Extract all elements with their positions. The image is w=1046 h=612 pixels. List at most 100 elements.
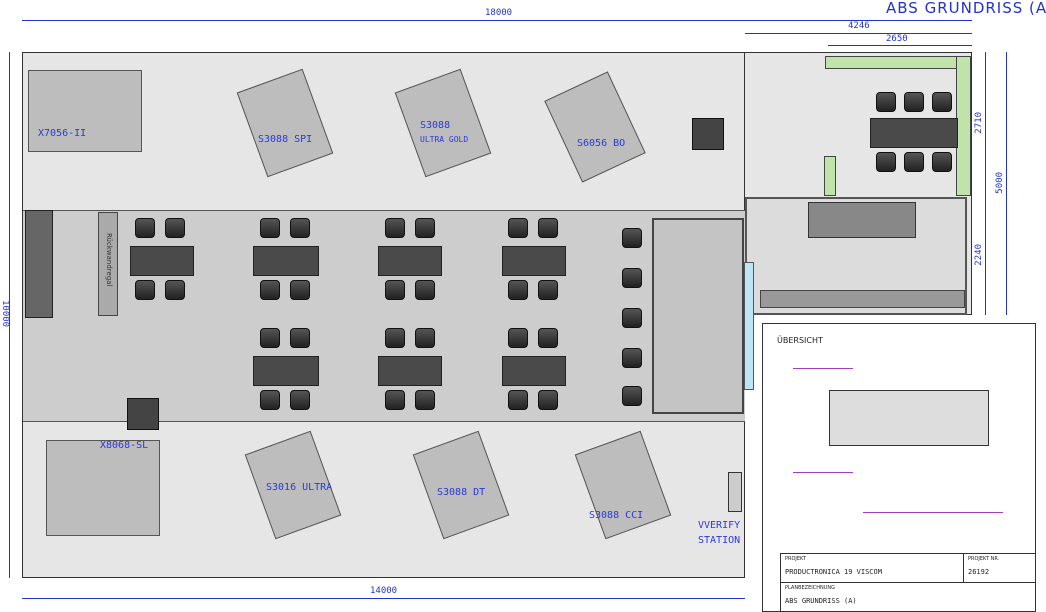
meeting-table	[870, 118, 958, 148]
title-block-project-no: PROJEKT NR. 26192	[963, 553, 1036, 583]
dim-right-total: 5000	[995, 172, 1005, 194]
dim-line-top	[22, 20, 972, 21]
plant-strip-small	[824, 156, 836, 196]
label-s6056-bo: S6056 BO	[577, 138, 626, 149]
chair	[385, 328, 405, 348]
dim-line-bottom	[22, 598, 745, 599]
chair	[538, 218, 558, 238]
dim-left-total: 10000	[0, 300, 10, 328]
chair	[508, 218, 528, 238]
label-x7056: X7056-II	[38, 128, 87, 139]
label-s3088-cci: S3088 CCI	[589, 510, 644, 521]
drawing-title: ABS GRUNDRISS (A)	[886, 0, 1046, 17]
plant-strip-top	[825, 56, 971, 69]
chair	[385, 390, 405, 410]
label-station: STATION	[698, 535, 741, 546]
chair	[415, 390, 435, 410]
chair	[385, 218, 405, 238]
dim-top-right-inner: 2650	[886, 34, 908, 44]
aisle-table	[130, 246, 194, 276]
dim-bottom-total: 14000	[370, 586, 398, 596]
chair	[538, 328, 558, 348]
overview-aisle-line	[793, 368, 853, 369]
overview-aisle-line	[863, 512, 1003, 513]
chair	[508, 390, 528, 410]
kitchen-appliance	[808, 202, 916, 238]
chair	[508, 280, 528, 300]
project-value: PRODUCTRONICA 19 VISCOM	[785, 568, 882, 576]
chair	[415, 218, 435, 238]
chair	[165, 218, 185, 238]
chair	[622, 348, 642, 368]
chair	[290, 390, 310, 410]
aisle-table	[253, 356, 319, 386]
dim-line-4246	[745, 33, 972, 34]
chair	[260, 218, 280, 238]
dim-right-upper: 2710	[974, 112, 984, 134]
display-stand	[127, 398, 159, 430]
shelf-label: Rückwandregal	[105, 233, 113, 287]
chair	[622, 268, 642, 288]
plant-strip-right	[956, 56, 971, 196]
chair	[876, 92, 896, 112]
chair	[260, 390, 280, 410]
chair	[290, 280, 310, 300]
chair	[932, 92, 952, 112]
rueckwandregal: Rückwandregal	[98, 212, 118, 316]
chair	[622, 386, 642, 406]
chair	[876, 152, 896, 172]
chair	[135, 218, 155, 238]
label-x8068: X8068-SL	[100, 440, 149, 451]
plan-label: PLANBEZEICHNUNG	[785, 585, 835, 591]
overview-miniplan	[829, 390, 989, 446]
project-no-value: 26192	[968, 568, 990, 576]
dim-top-right-outer: 4246	[848, 21, 870, 31]
dim-line-2650	[828, 45, 972, 46]
chair	[415, 280, 435, 300]
label-vverify: VVERIFY	[698, 520, 741, 531]
chair	[932, 152, 952, 172]
chair	[135, 280, 155, 300]
aisle-table	[502, 246, 566, 276]
glass-wall	[744, 262, 754, 390]
machine-x7056	[28, 70, 142, 152]
aisle-table	[253, 246, 319, 276]
title-block-plan: PLANBEZEICHNUNG ABS GRUNDRISS (A)	[780, 582, 1036, 612]
aisle-table	[378, 246, 442, 276]
label-s3088-spi: S3088 SPI	[258, 134, 313, 145]
chair	[622, 228, 642, 248]
dim-line-right-inner	[985, 52, 986, 315]
dim-line-left	[9, 52, 10, 578]
chair	[538, 280, 558, 300]
title-block-project: PROJEKT PRODUCTRONICA 19 VISCOM	[780, 553, 964, 583]
display-stand	[692, 118, 724, 150]
back-wall-shelf	[25, 210, 53, 318]
chair	[290, 328, 310, 348]
dim-line-right-total	[1006, 52, 1007, 315]
vverify-station	[728, 472, 742, 512]
bar-counter	[652, 218, 744, 414]
overview-arrow	[793, 472, 853, 473]
chair	[508, 328, 528, 348]
dim-top-total: 18000	[485, 8, 513, 18]
chair	[260, 280, 280, 300]
chair	[260, 328, 280, 348]
chair	[904, 92, 924, 112]
machine-x8068	[46, 440, 160, 536]
label-ultra-gold: ULTRA GOLD	[420, 135, 469, 144]
chair	[415, 328, 435, 348]
chair	[538, 390, 558, 410]
chair	[622, 308, 642, 328]
chair	[290, 218, 310, 238]
label-s3016-ultra: S3016 ULTRA	[266, 482, 333, 493]
project-label: PROJEKT	[785, 556, 807, 562]
plan-value: ABS GRUNDRISS (A)	[785, 597, 857, 605]
chair	[165, 280, 185, 300]
dim-right-lower: 2240	[974, 244, 984, 266]
kitchen-counter	[760, 290, 965, 308]
chair	[385, 280, 405, 300]
project-no-label: PROJEKT NR.	[968, 556, 1000, 562]
aisle-table	[502, 356, 566, 386]
chair	[904, 152, 924, 172]
overview-heading: ÜBERSICHT	[777, 336, 823, 345]
